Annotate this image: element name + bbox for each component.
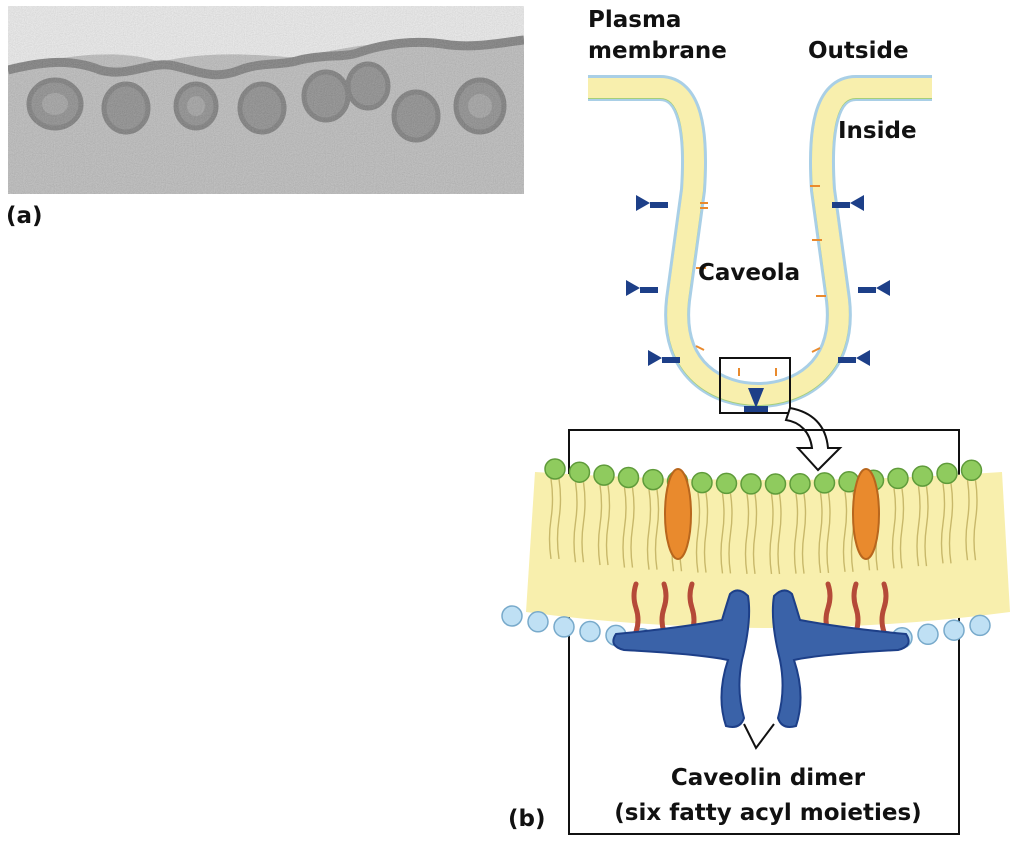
outer-head-group [887, 467, 909, 490]
micrograph-panel-a [8, 6, 524, 194]
caveolin-label-line2: (six fatty acyl moieties) [614, 800, 921, 826]
inner-head-group [553, 616, 575, 638]
zoom-arrow [784, 406, 843, 472]
fatty-acyl-chains [631, 581, 889, 635]
outer-head-group [813, 472, 836, 494]
zoom-box [719, 357, 791, 414]
orange-protein-right [852, 468, 880, 560]
inner-head-group [943, 619, 965, 641]
outer-head-group [715, 472, 738, 495]
caveolin-icons [626, 195, 890, 412]
outer-head-group [593, 464, 615, 486]
outer-head-group [936, 462, 958, 485]
outer-head-group [764, 473, 787, 495]
caveola-label: Caveola [698, 260, 800, 286]
inner-head-group [501, 605, 523, 627]
outside-label: Outside [808, 38, 909, 64]
outer-head-group [691, 471, 713, 494]
outer-head-group [960, 459, 983, 482]
enlarged-bilayer [501, 458, 1010, 728]
inner-head-group [969, 614, 991, 637]
panel-b-label: (b) [508, 806, 546, 832]
plasma-membrane-label-line1: Plasma [588, 7, 681, 33]
inner-head-group [917, 623, 939, 646]
caveolin-dimer [612, 589, 910, 728]
inner-head-group [527, 611, 549, 633]
plasma-membrane-label-line2: membrane [588, 38, 727, 64]
outer-head-group [642, 468, 664, 491]
outer-head-group [740, 473, 762, 495]
orange-protein-left [664, 468, 692, 560]
inside-label: Inside [838, 118, 917, 144]
outer-head-group [617, 466, 640, 489]
caveolin-label-line1: Caveolin dimer [671, 765, 866, 791]
caveolin-pointer [743, 723, 775, 750]
outer-head-group [568, 461, 591, 483]
inner-head-group [579, 620, 601, 643]
membrane-acyl-ticks [695, 185, 826, 376]
outer-head-group [544, 458, 566, 480]
caveola-membrane-drawing [588, 75, 932, 472]
outer-head-group [911, 465, 934, 487]
panel-a-label: (a) [6, 203, 43, 229]
outer-head-group [789, 472, 811, 495]
